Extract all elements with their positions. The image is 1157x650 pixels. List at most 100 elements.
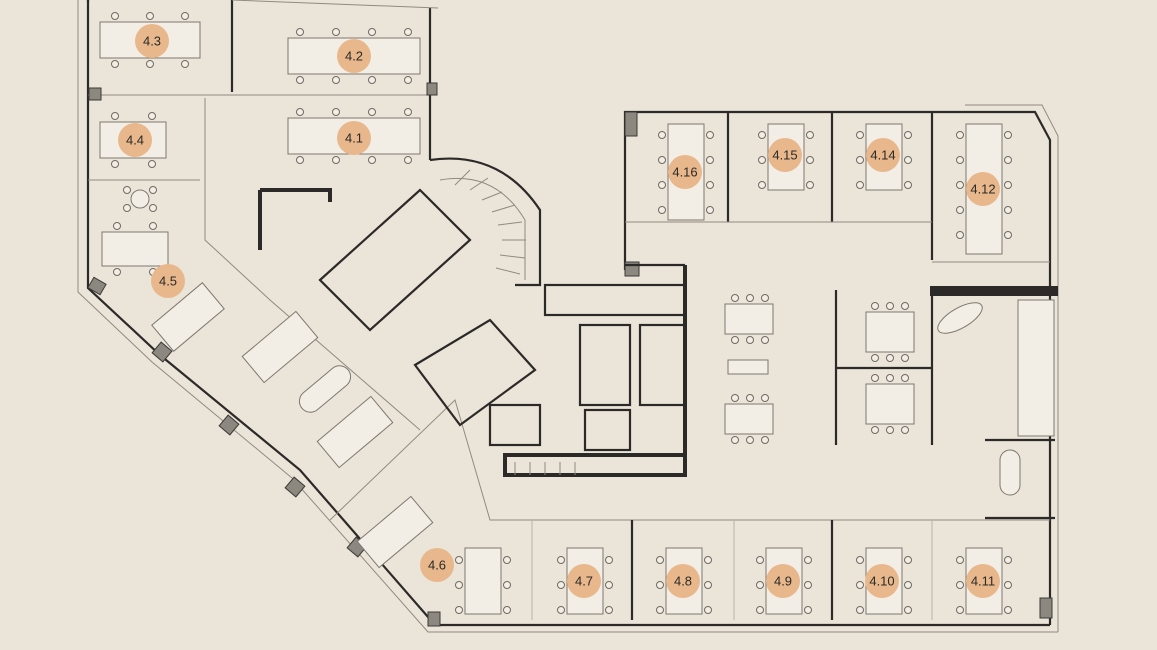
chair: [761, 294, 769, 302]
chair: [758, 156, 766, 164]
chair: [656, 606, 664, 614]
chair: [886, 354, 894, 362]
chair: [605, 581, 613, 589]
chair: [111, 12, 119, 20]
chair: [146, 12, 154, 20]
chair: [856, 131, 864, 139]
chair: [368, 28, 376, 36]
chair: [706, 156, 714, 164]
room-label-4-16: 4.16: [672, 165, 697, 180]
chair: [731, 394, 739, 402]
chair: [904, 156, 912, 164]
room-badge-4-10[interactable]: 4.10: [865, 564, 899, 598]
chair: [658, 181, 666, 189]
chair: [856, 606, 864, 614]
chair: [756, 556, 764, 564]
chair: [956, 581, 964, 589]
chair: [756, 606, 764, 614]
chair: [806, 131, 814, 139]
chair: [856, 581, 864, 589]
chair: [1004, 131, 1012, 139]
chair: [901, 302, 909, 310]
chair: [706, 131, 714, 139]
chair: [901, 374, 909, 382]
chair: [756, 581, 764, 589]
room-label-4-8: 4.8: [674, 574, 692, 589]
chair: [806, 181, 814, 189]
chair: [904, 606, 912, 614]
chair: [871, 302, 879, 310]
room-badge-4-5[interactable]: 4.5: [151, 264, 185, 298]
chair: [806, 156, 814, 164]
room-badge-4-12[interactable]: 4.12: [966, 172, 1000, 206]
chair: [111, 60, 119, 68]
chair: [956, 181, 964, 189]
chair: [761, 436, 769, 444]
chair: [181, 12, 189, 20]
chair: [746, 394, 754, 402]
building-core: [258, 157, 687, 477]
chair: [1004, 206, 1012, 214]
chair: [886, 302, 894, 310]
chair: [856, 156, 864, 164]
room-badge-4-1[interactable]: 4.1: [337, 121, 371, 155]
chair: [404, 156, 412, 164]
chair: [503, 556, 511, 564]
chair: [149, 222, 157, 230]
room-badge-4-11[interactable]: 4.11: [966, 564, 1000, 598]
chair: [1004, 606, 1012, 614]
chair: [656, 556, 664, 564]
chair: [856, 181, 864, 189]
chair: [148, 160, 156, 168]
chair: [113, 268, 121, 276]
chairs: [111, 12, 1012, 614]
room-badge-4-3[interactable]: 4.3: [135, 24, 169, 58]
room-badge-4-4[interactable]: 4.4: [118, 123, 152, 157]
chair: [658, 131, 666, 139]
chair: [804, 581, 812, 589]
chair: [904, 556, 912, 564]
office-partitions-bottom: [531, 520, 933, 620]
room-badges: 4.3 4.2 4.4 4.1 4.5 4.16 4.15 4.14 4.12 …: [118, 24, 1000, 598]
chair: [332, 28, 340, 36]
room-badge-4-6[interactable]: 4.6: [420, 548, 454, 582]
chair: [704, 556, 712, 564]
chair: [956, 606, 964, 614]
room-badge-4-9[interactable]: 4.9: [766, 564, 800, 598]
chair: [296, 28, 304, 36]
chair: [761, 336, 769, 344]
room-label-4-15: 4.15: [772, 148, 797, 163]
chair: [605, 556, 613, 564]
room-badge-4-15[interactable]: 4.15: [768, 138, 802, 172]
chair: [1004, 181, 1012, 189]
room-badge-4-16[interactable]: 4.16: [668, 155, 702, 189]
chair: [605, 606, 613, 614]
chair: [706, 181, 714, 189]
room-label-4-12: 4.12: [970, 182, 995, 197]
chair: [149, 204, 157, 212]
chair: [123, 204, 131, 212]
chair: [404, 28, 412, 36]
chair: [332, 108, 340, 116]
chair: [871, 354, 879, 362]
chair: [731, 436, 739, 444]
chair: [704, 581, 712, 589]
chair: [658, 206, 666, 214]
room-badge-4-14[interactable]: 4.14: [866, 138, 900, 172]
chair: [901, 354, 909, 362]
chair: [731, 294, 739, 302]
chair: [904, 581, 912, 589]
chair: [455, 606, 463, 614]
chair: [956, 231, 964, 239]
chair: [1004, 156, 1012, 164]
chair: [455, 581, 463, 589]
chair: [146, 60, 154, 68]
room-badge-4-7[interactable]: 4.7: [567, 564, 601, 598]
room-label-4-9: 4.9: [774, 574, 792, 589]
room-badge-4-8[interactable]: 4.8: [666, 564, 700, 598]
room-label-4-11: 4.11: [971, 574, 995, 589]
room-badge-4-2[interactable]: 4.2: [337, 39, 371, 73]
chair: [761, 394, 769, 402]
chair: [296, 76, 304, 84]
